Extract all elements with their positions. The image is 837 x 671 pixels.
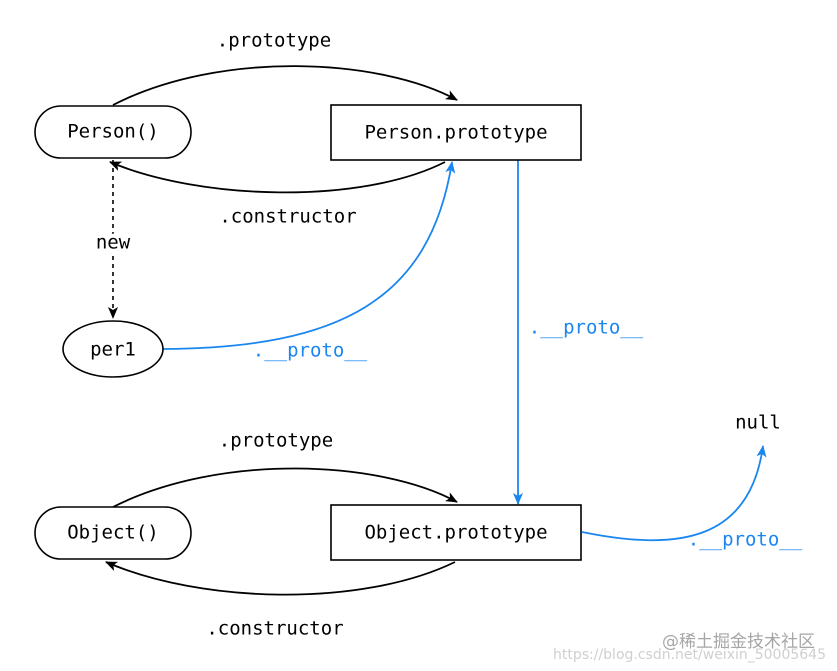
new-label: new: [96, 232, 131, 254]
object-prototype-arrow: [112, 467, 458, 508]
per1-proto-label: .__proto__: [253, 340, 368, 362]
watermark-url: https://blog.csdn.net/weixin_50005645: [553, 647, 826, 663]
object-constructor-label: .constructor: [206, 618, 343, 640]
person-constructor-label: .constructor: [219, 206, 356, 228]
object-proto-node: [330, 504, 582, 561]
watermark-brand: @稀土掘金技术社区: [662, 632, 815, 652]
person-proto-node: [330, 104, 582, 161]
object-proto-proto-arrow: [581, 445, 767, 542]
object-proto-label: Object.prototype: [364, 522, 547, 544]
per1-label: per1: [90, 339, 136, 361]
per1-node: [62, 320, 164, 378]
person-ctor-label: Person(): [67, 121, 159, 143]
object-proto-proto-label: .__proto__: [688, 529, 803, 551]
object-ctor-label: Object(): [67, 522, 159, 544]
person-prototype-label: .prototype: [217, 30, 331, 52]
person-prototype-arrow: [112, 65, 458, 106]
per1-proto-arrow: [162, 161, 456, 350]
person-proto-proto-label: .__proto__: [529, 317, 644, 339]
object-constructor-arrow: [105, 561, 456, 596]
person-proto-label: Person.prototype: [364, 122, 547, 144]
person-constructor-arrow: [109, 161, 446, 194]
object-ctor-node: [34, 506, 192, 560]
null-label: null: [735, 412, 781, 434]
person-ctor-node: [34, 105, 192, 159]
object-prototype-label: .prototype: [219, 430, 333, 452]
